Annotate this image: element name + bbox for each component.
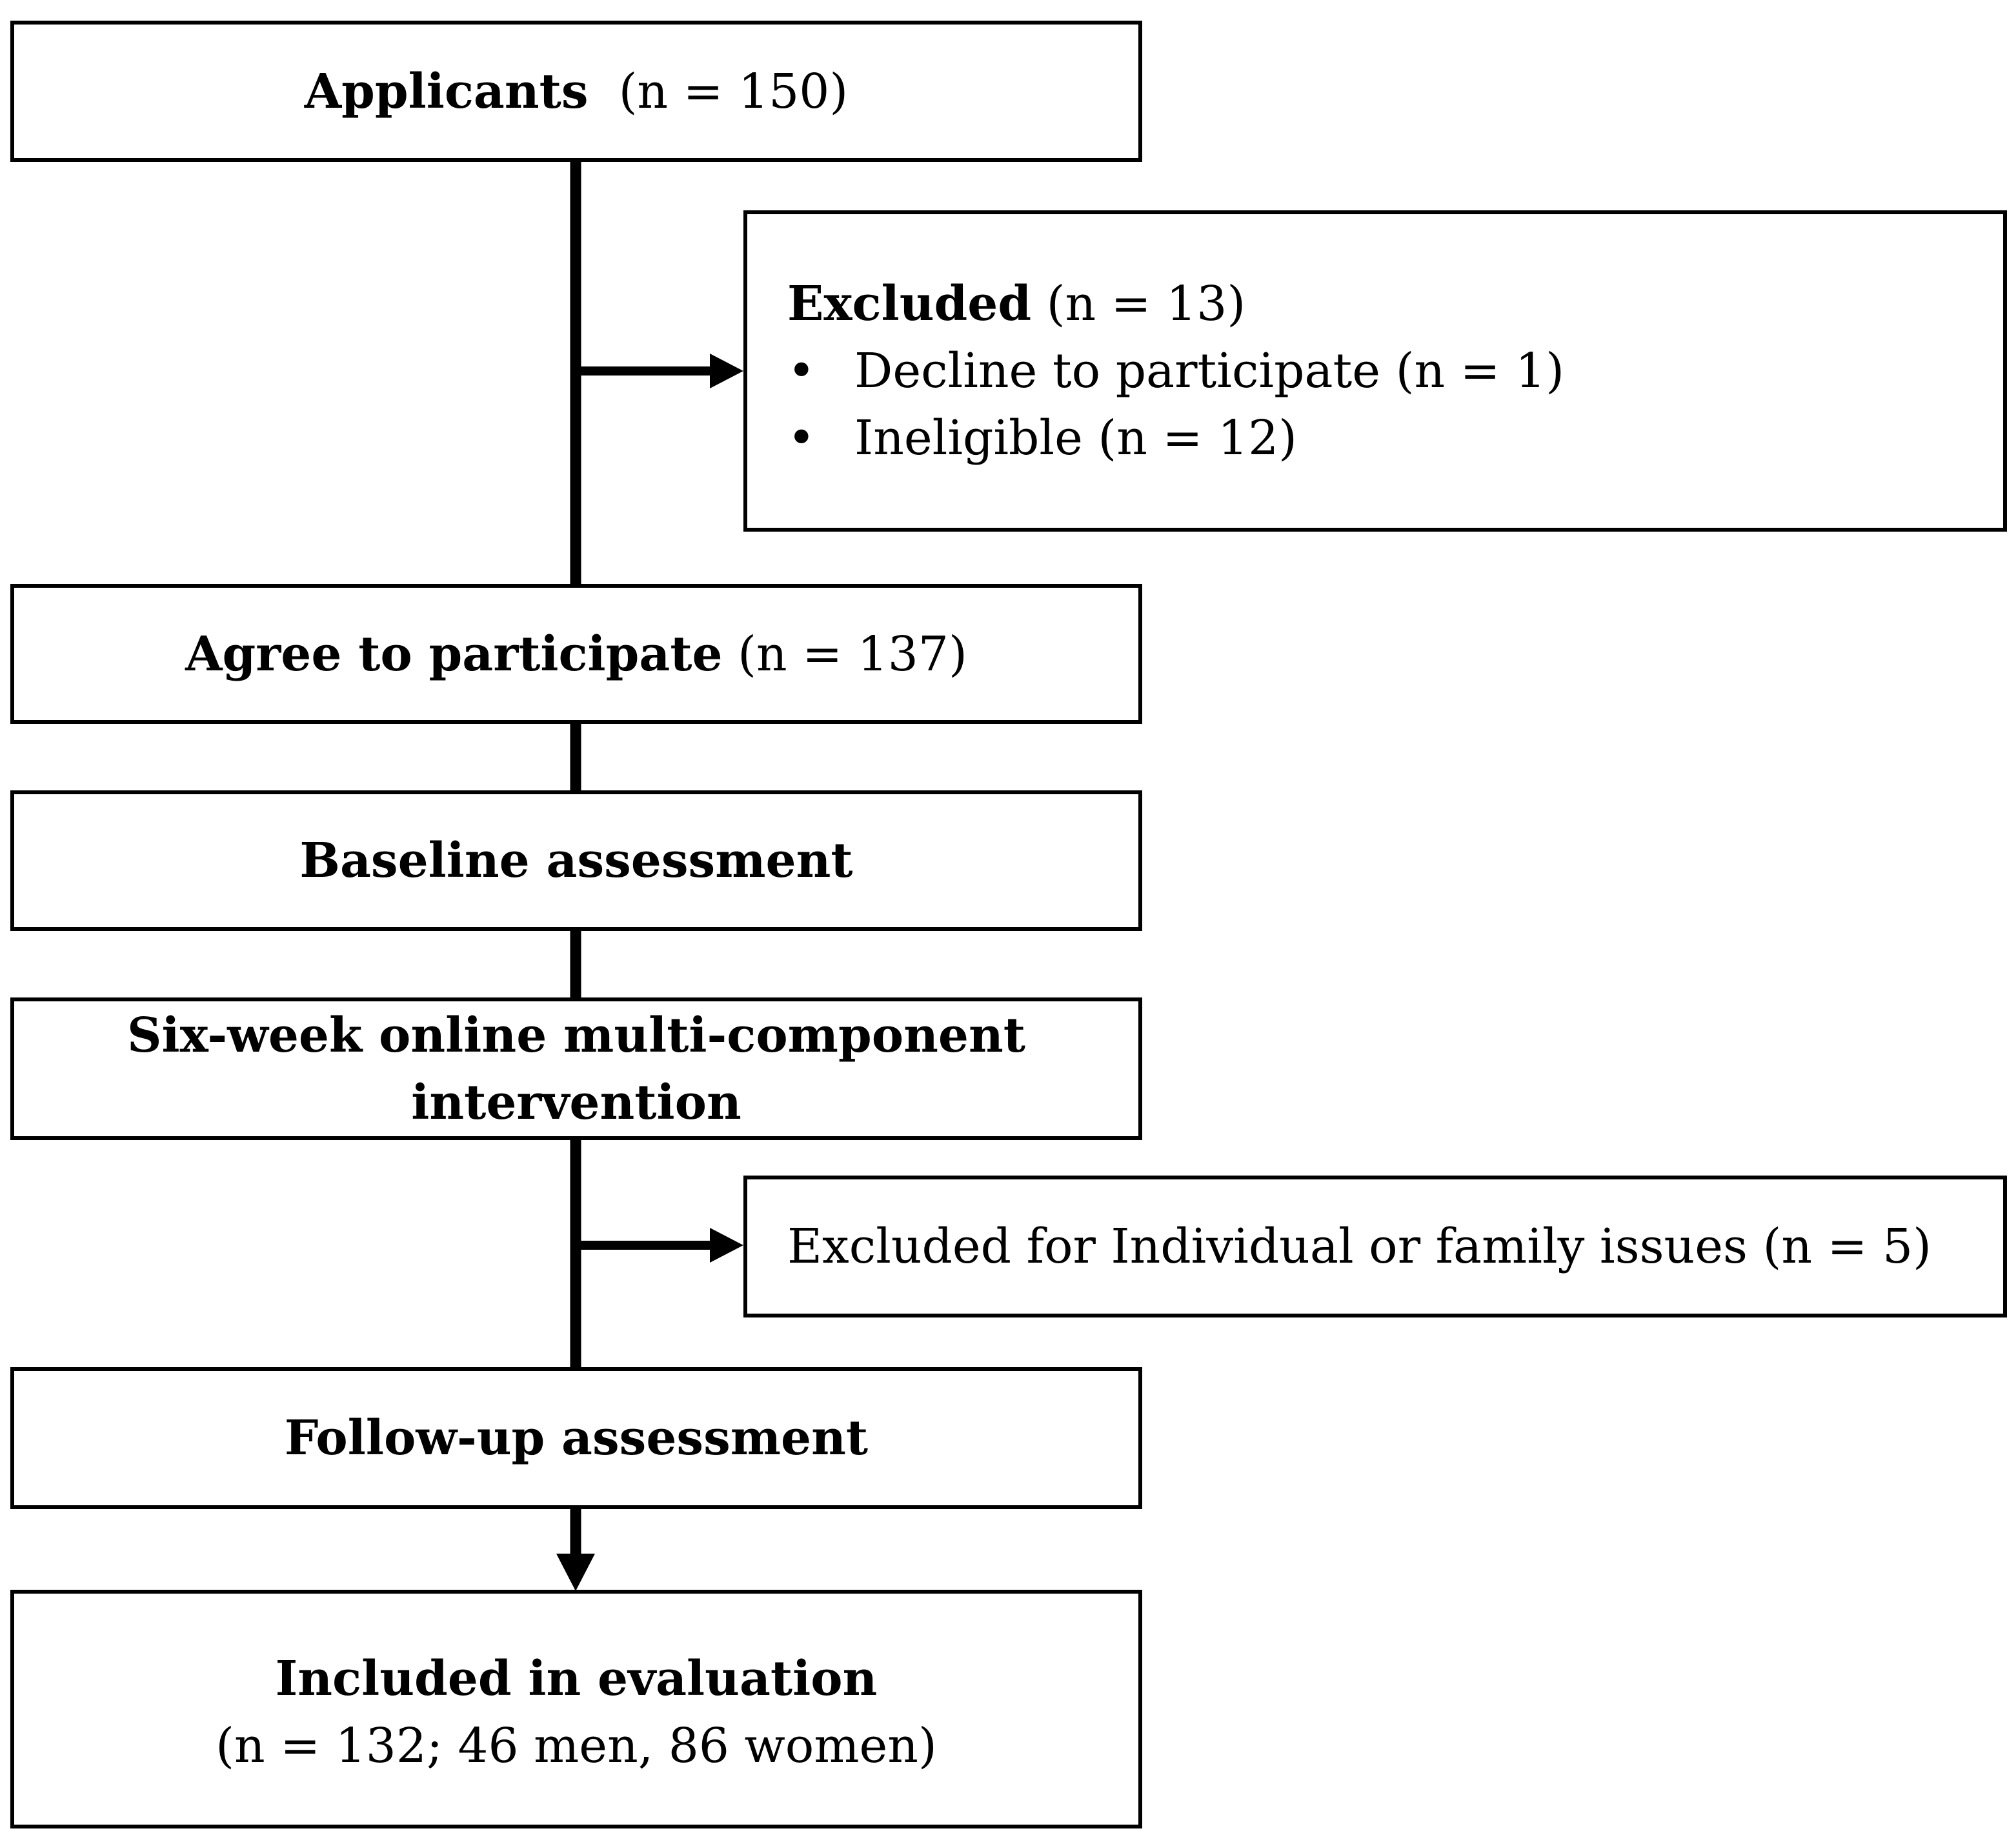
exclusion-arrowhead <box>710 354 743 388</box>
baseline-label: Baseline assessment <box>299 833 853 888</box>
excluded-reason-text: Decline to participate (n = 1) <box>854 343 1565 399</box>
intervention-box: Six-week online multi-component interven… <box>10 997 1142 1140</box>
agree-label: Agree to participate <box>185 626 723 682</box>
applicants-label: Applicants <box>304 63 589 119</box>
excluded-heading: Excluded (n = 13) <box>787 270 1245 337</box>
intervention-line-2: intervention <box>411 1074 741 1130</box>
excluded-reason-2: • Ineligible (n = 12) <box>787 405 1297 472</box>
excluded-label: Excluded <box>787 276 1032 332</box>
excluded-followup-text: Excluded for Individual or family issues… <box>787 1219 1932 1274</box>
agree-text: Agree to participate (n = 137) <box>185 621 967 688</box>
applicants-text: Applicants (n = 150) <box>305 58 849 125</box>
included-box: Included in evaluation (n = 132; 46 men,… <box>10 1590 1142 1828</box>
bullet: • <box>787 410 816 466</box>
intervention-line-1: Six-week online multi-component <box>127 1007 1025 1063</box>
excluded-reason-text: Ineligible (n = 12) <box>854 410 1298 466</box>
included-detail: (n = 132; 46 men, 86 women) <box>216 1718 937 1774</box>
followup-box: Follow-up assessment <box>10 1367 1142 1509</box>
agree-box: Agree to participate (n = 137) <box>10 584 1142 724</box>
agree-count: (n = 137) <box>738 626 967 682</box>
included-label: Included in evaluation <box>275 1651 878 1707</box>
included-arrowhead <box>556 1554 595 1591</box>
bullet: • <box>787 343 816 399</box>
excluded-followup-box: Excluded for Individual or family issues… <box>743 1176 2007 1317</box>
excluded-count: (n = 13) <box>1046 276 1246 332</box>
followup-label: Follow-up assessment <box>284 1410 869 1466</box>
excluded-reason-1: • Decline to participate (n = 1) <box>787 337 1564 405</box>
applicants-box: Applicants (n = 150) <box>10 21 1142 162</box>
baseline-box: Baseline assessment <box>10 790 1142 931</box>
followup-exclusion-arrowhead <box>710 1228 743 1263</box>
excluded-box: Excluded (n = 13) • Decline to participat… <box>743 210 2007 532</box>
applicants-count: (n = 150) <box>618 63 849 119</box>
